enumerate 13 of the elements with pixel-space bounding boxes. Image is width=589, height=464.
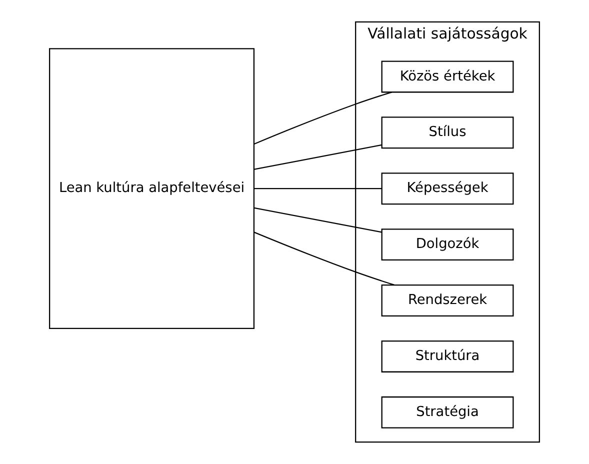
node-box: Közös értékek <box>381 60 514 93</box>
connector <box>254 232 394 286</box>
node-box: Lean kultúra alapfeltevései <box>49 48 255 330</box>
node-box: Képességek <box>381 172 514 205</box>
connector <box>254 207 382 233</box>
node-box: Rendszerek <box>381 284 514 316</box>
node-box: Struktúra <box>381 340 514 372</box>
node-box: Stratégia <box>381 396 514 428</box>
node-box: Stílus <box>381 116 514 149</box>
node-box: Dolgozók <box>381 228 514 261</box>
connector <box>254 92 392 145</box>
connector <box>254 188 382 190</box>
connector <box>254 144 382 170</box>
